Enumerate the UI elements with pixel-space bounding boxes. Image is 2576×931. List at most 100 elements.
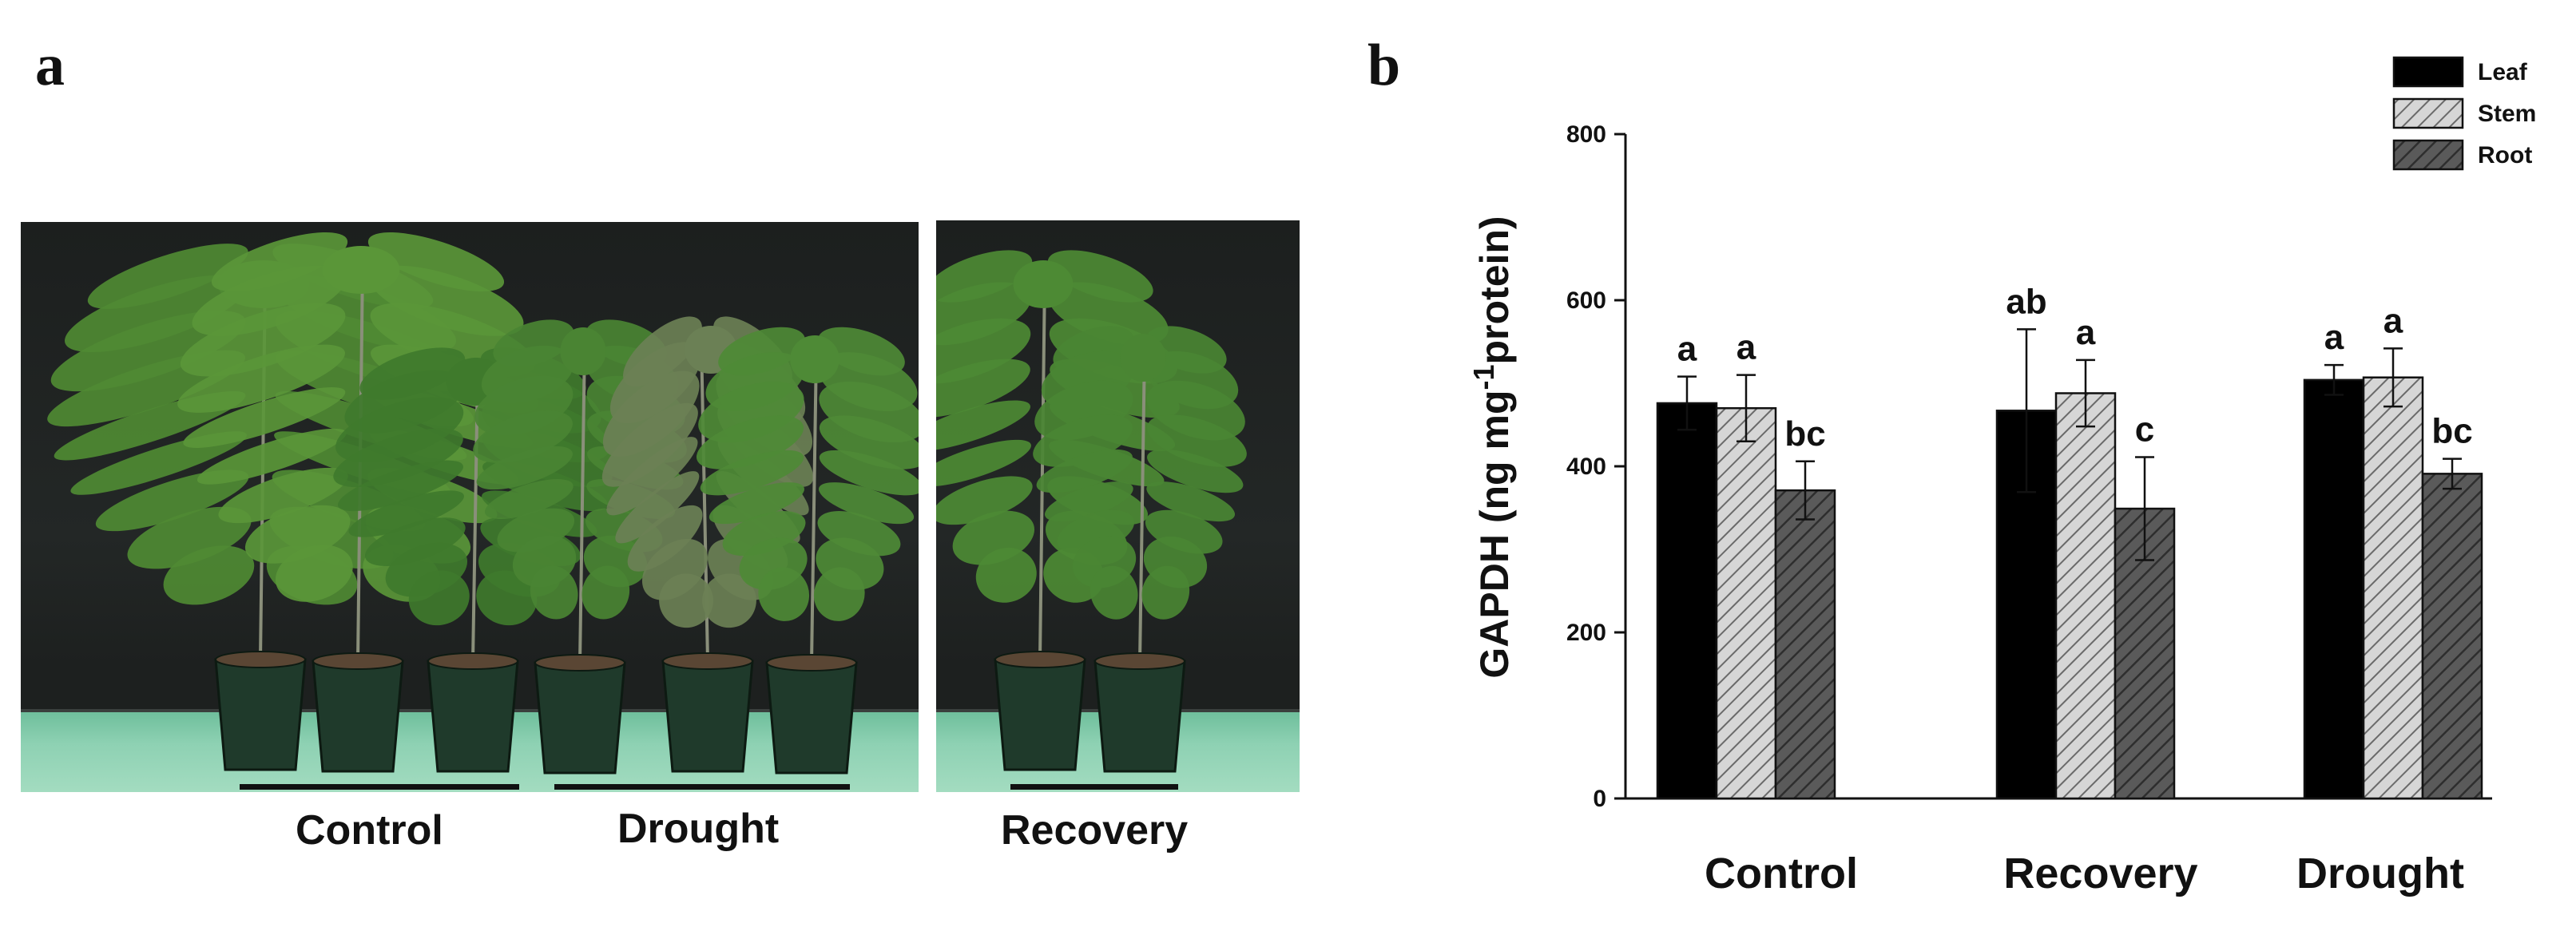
legend-label-root: Root xyxy=(2478,142,2532,168)
plant-leaf xyxy=(560,327,606,375)
plant-stem xyxy=(578,343,586,664)
plant-leaf xyxy=(364,517,466,566)
plant-leaf xyxy=(177,344,345,413)
panel-b-letter: b xyxy=(1367,33,1401,98)
significance-letter: a xyxy=(1677,330,1697,369)
plant-leaf xyxy=(183,387,346,448)
plant-leaf xyxy=(192,265,347,336)
recovery-group-line xyxy=(1010,784,1178,790)
plant-leaf xyxy=(87,244,248,309)
pot-soil xyxy=(766,654,857,672)
plant-leaf xyxy=(127,506,252,569)
significance-letter: a xyxy=(2324,318,2344,357)
plant-leaf xyxy=(218,467,348,524)
plant-leaf xyxy=(702,573,756,628)
plant-leaf xyxy=(936,359,1030,418)
legend-swatch-stem xyxy=(2392,97,2464,129)
plant-leaf xyxy=(484,479,574,519)
plant-leaf xyxy=(196,428,347,485)
significance-letter: bc xyxy=(1784,414,1825,454)
pot-soil xyxy=(215,651,306,668)
plant-leaf xyxy=(95,469,249,532)
drought-group-line xyxy=(554,784,850,790)
pot-soil xyxy=(427,652,518,670)
plant-leaf xyxy=(1013,260,1074,308)
plant-leaf xyxy=(211,232,348,291)
plant-leaf xyxy=(180,303,346,377)
plant-leaf xyxy=(473,410,573,463)
plants-photo-control-drought xyxy=(21,222,919,792)
plant-pot xyxy=(214,658,307,771)
plant-leaf xyxy=(615,471,700,544)
plant-leaf xyxy=(1047,250,1153,303)
legend-swatch-root xyxy=(2392,139,2464,171)
y-tick-label: 800 xyxy=(1566,121,1606,148)
pot-soil xyxy=(662,652,753,670)
category-label: Control xyxy=(1705,850,1858,897)
bar-stem xyxy=(1715,406,1777,800)
y-axis-label: GAPDH (ng mg-1protein) xyxy=(1467,216,1517,678)
plant-leaf xyxy=(1141,565,1190,620)
plant-leaf xyxy=(975,548,1037,603)
plant-leaf xyxy=(367,232,505,291)
bar-leaf xyxy=(2303,378,2365,800)
significance-letter: ab xyxy=(2006,282,2046,321)
y-axis-label-rest: protein) xyxy=(1472,216,1517,364)
plant-leaf xyxy=(606,437,698,516)
plant-leaf xyxy=(530,565,578,620)
bar-leaf xyxy=(1656,402,1718,800)
pot-soil xyxy=(1094,652,1185,670)
control-group-line xyxy=(240,784,519,790)
plant-leaf xyxy=(333,428,463,488)
plant-leaf xyxy=(936,250,1033,303)
plant-leaf xyxy=(1120,334,1166,382)
legend-label-stem: Stem xyxy=(2478,101,2536,127)
category-label: Drought xyxy=(2296,850,2464,897)
pot-soil xyxy=(994,651,1086,668)
plants-photo-recovery xyxy=(936,220,1300,792)
y-axis-label-sup: -1 xyxy=(1467,364,1500,390)
plant-leaf xyxy=(696,415,804,469)
plant-leaf xyxy=(65,275,247,353)
bar-root xyxy=(2421,473,2483,800)
plant-leaf xyxy=(1036,449,1133,493)
plant-leaf xyxy=(700,450,804,496)
significance-letter: bc xyxy=(2431,412,2472,451)
significance-letter: a xyxy=(2383,301,2403,340)
plant-pot xyxy=(661,660,754,773)
plant-leaf xyxy=(708,482,804,525)
bar-stem xyxy=(2054,392,2117,800)
plant-leaf xyxy=(758,567,810,621)
significance-letter: c xyxy=(2135,410,2154,450)
plants-illustration xyxy=(47,232,919,775)
plant-leaf xyxy=(322,246,400,294)
plant-pot xyxy=(427,660,519,773)
plant-leaf xyxy=(408,570,470,626)
y-tick-label: 0 xyxy=(1593,786,1606,812)
legend-swatch-leaf xyxy=(2392,56,2464,88)
plant-leaf xyxy=(1147,414,1247,467)
y-tick-label: 400 xyxy=(1566,454,1606,480)
y-tick-label: 200 xyxy=(1566,620,1606,646)
pot-soil xyxy=(534,654,625,672)
plant-leaf xyxy=(819,450,919,496)
plant-leaf xyxy=(275,545,353,602)
recovery-label: Recovery xyxy=(1001,807,1189,854)
plant-pot xyxy=(534,661,626,775)
plant-leaf xyxy=(627,505,703,572)
plant-stem xyxy=(810,351,818,664)
plant-pot xyxy=(312,660,404,773)
panel-a-letter: a xyxy=(35,33,65,98)
plant-pot xyxy=(765,661,858,775)
plant-leaf xyxy=(936,400,1030,451)
plant-leaf xyxy=(335,397,464,463)
plant-leaf xyxy=(1090,565,1138,620)
pot-soil xyxy=(312,652,403,670)
drought-label: Drought xyxy=(617,806,780,852)
plant-leaf xyxy=(601,402,698,487)
